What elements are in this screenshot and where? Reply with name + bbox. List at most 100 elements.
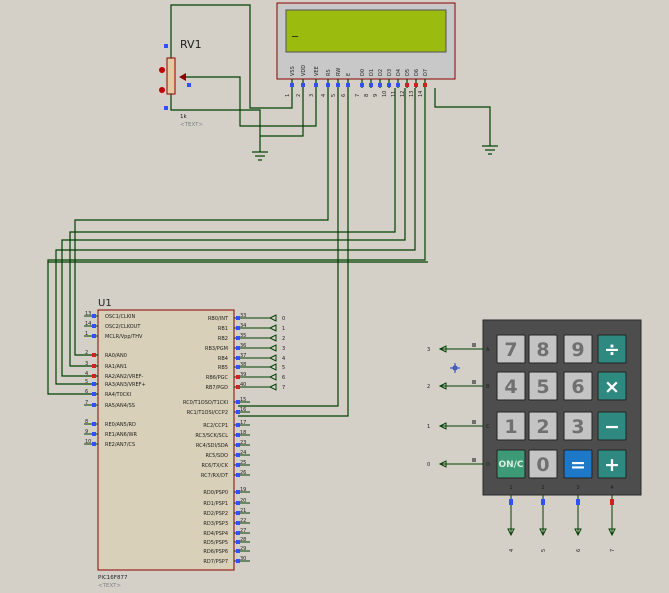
keypad-key[interactable] [496, 371, 526, 401]
pin-marker-icon [236, 316, 240, 320]
mcu-pin-name: RA2/AN2/VREF- [105, 374, 144, 380]
mcu-pin-name: RA5/AN4/SS [105, 403, 135, 409]
terminal-arrow-icon [438, 345, 447, 353]
pin-marker-icon [336, 83, 340, 87]
keypad-key[interactable] [528, 371, 558, 401]
mcu-pin-name: RC0/T1OSO/T1CKI [183, 400, 228, 406]
pin-marker-icon [290, 83, 294, 87]
keypad-key-label: − [604, 416, 620, 438]
mcu-pin-number: 2 [85, 350, 88, 356]
pin-marker-icon [236, 346, 240, 350]
pin-marker-icon [541, 499, 545, 505]
wire-vss-ground [434, 88, 491, 146]
lcd-pin-number: 5 [331, 94, 337, 97]
keypad-key[interactable] [528, 411, 558, 441]
wires [47, 4, 491, 417]
keypad-key-label: 7 [504, 339, 517, 361]
keypad-col-terminal-label: 4 [509, 549, 515, 552]
mcu-pin-name: OSC1/CLKIN [105, 314, 135, 320]
pin-marker-icon [378, 83, 382, 87]
pin-marker-icon [92, 422, 96, 426]
keypad-col-terminal-label: 5 [541, 549, 547, 552]
mcu-body[interactable] [97, 309, 235, 571]
terminal-arrow-icon [574, 528, 582, 537]
lcd-pin-number: 8 [364, 94, 370, 97]
keypad-key[interactable] [597, 411, 627, 441]
pin-marker-icon [236, 365, 240, 369]
keypad-key[interactable] [528, 449, 558, 479]
potentiometer-rv1[interactable] [159, 44, 191, 110]
keypad-key[interactable] [597, 449, 627, 479]
pin-marker-icon [472, 380, 476, 384]
mcu-pin-name: RD7/PSP7 [203, 559, 228, 565]
mcu-pin-name: RD4/PSP4 [203, 531, 228, 537]
wire-d5 [61, 88, 406, 377]
mcu-pin-number: 27 [240, 528, 246, 534]
terminal-arrow-icon [507, 528, 515, 537]
keypad-key[interactable] [563, 371, 593, 401]
keypad-key-label: 1 [504, 416, 517, 438]
lcd-pin-name: D1 [369, 69, 375, 76]
pin-marker-icon [92, 324, 96, 328]
mcu-pin-name: RB1 [218, 326, 228, 332]
pin-marker-icon [236, 531, 240, 535]
rb-terminal-label: 4 [282, 356, 285, 362]
pin-marker-icon [472, 343, 476, 347]
pin-marker-icon [236, 453, 240, 457]
keypad-key[interactable] [496, 411, 526, 441]
keypad-key[interactable] [597, 334, 627, 364]
wire-d6 [55, 88, 416, 385]
mcu-pin-name: RA1/AN1 [105, 364, 127, 370]
pin-marker-icon [236, 356, 240, 360]
terminal-arrow-icon [268, 354, 277, 362]
mcu-right-pins: 33RB0/INT34RB135RB236RB3/PGM37RB438RB539… [183, 313, 250, 565]
wire-rs [74, 88, 329, 356]
pin-marker-icon [236, 473, 240, 477]
lcd-module[interactable] [276, 2, 456, 80]
pin-marker-icon [396, 83, 400, 87]
mcu-pin-name: RE0/AN5/RD [105, 422, 136, 428]
mcu-pin-number: 8 [85, 419, 88, 425]
mcu-pin-number: 17 [240, 420, 246, 426]
keypad-key[interactable] [496, 334, 526, 364]
pin-marker-icon [346, 83, 350, 87]
keypad-key[interactable] [563, 411, 593, 441]
mcu-pin-name: RB7/PGD [205, 385, 228, 391]
keypad-key[interactable] [597, 371, 627, 401]
pin-marker-icon [236, 511, 240, 515]
mcu-pin-number: 20 [240, 498, 246, 504]
terminal-arrow-icon [438, 422, 447, 430]
keypad-row-label: B [486, 384, 490, 390]
keypad-key[interactable] [563, 449, 593, 479]
keypad-key[interactable] [496, 449, 526, 479]
mcu-pin-number: 25 [240, 460, 246, 466]
pin-marker-icon [92, 374, 96, 378]
keypad-key-label: 4 [504, 376, 517, 398]
lcd-pin-name: E [346, 73, 352, 76]
mcu-pin-name: RC7/RX/DT [201, 473, 229, 479]
mcu-pin-name: RC3/SCK/SCL [195, 433, 228, 439]
pin-marker-icon [92, 382, 96, 386]
mcu-pin-number: 37 [240, 353, 246, 359]
pin-marker-icon [301, 83, 305, 87]
keypad-key-label: + [604, 454, 620, 476]
terminal-arrow-icon [268, 373, 277, 381]
terminal-arrow-icon [438, 460, 447, 468]
keypad-key[interactable] [563, 334, 593, 364]
pin-marker-icon [405, 83, 409, 87]
terminal-arrow-icon [268, 344, 277, 352]
mcu-pin-number: 39 [240, 372, 246, 378]
lcd-screen [285, 9, 447, 53]
keypad-row-terminal-label: 0 [427, 462, 430, 468]
keypad-row-terminal-label: 1 [427, 424, 430, 430]
mcu-pin-number: 7 [85, 400, 88, 406]
mcu-pin-number: 26 [240, 470, 246, 476]
pin-marker-icon [236, 490, 240, 494]
mcu-pin-name: RA4/T0CKI [105, 392, 131, 398]
wire-pot-wiper [181, 76, 317, 127]
keypad-key[interactable] [528, 334, 558, 364]
